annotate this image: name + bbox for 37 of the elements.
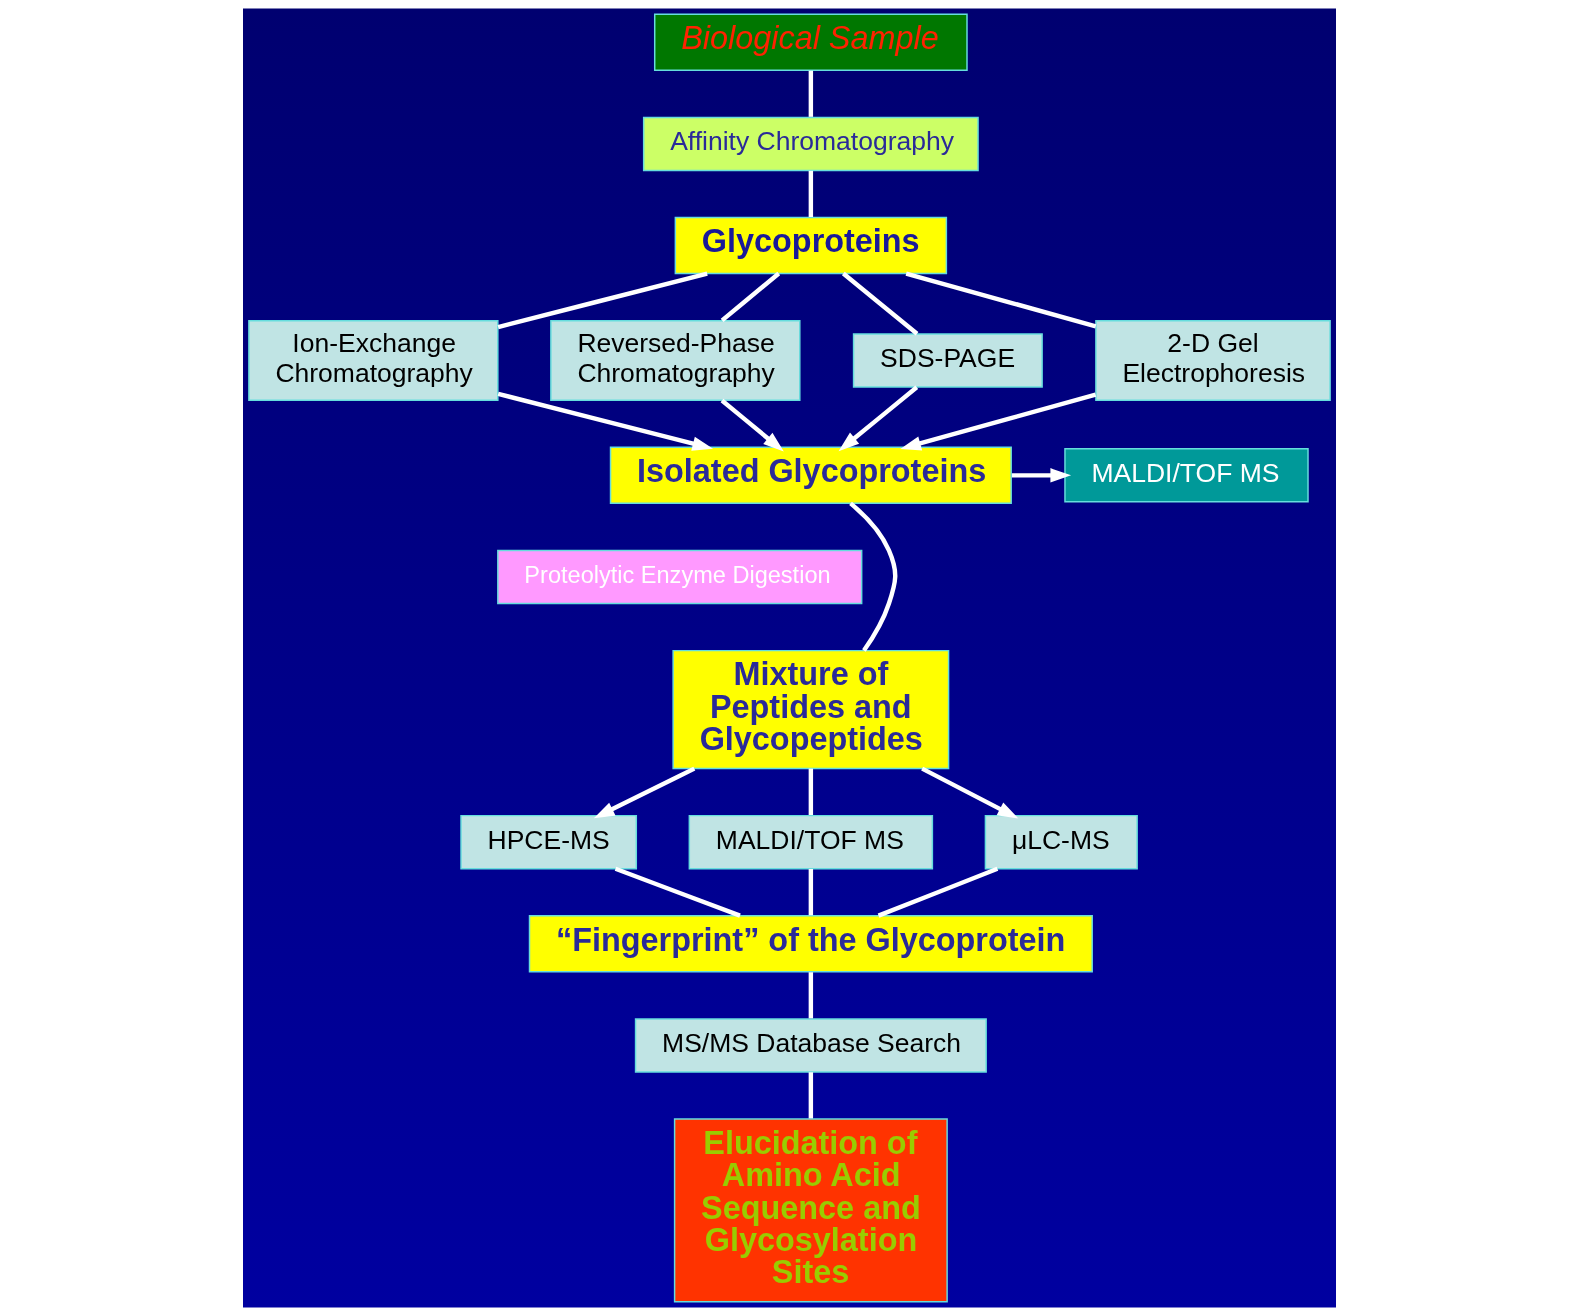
- connector: [497, 271, 708, 330]
- connector: [808, 768, 814, 815]
- connector: [720, 271, 781, 323]
- node-box: 2-D Gel Electrophoresis: [1095, 319, 1331, 401]
- connector: [808, 170, 814, 217]
- node-box: Mixture of Peptides and Glycopeptides: [672, 649, 950, 770]
- node-box: MALDI/TOF MS: [1064, 448, 1309, 503]
- node-box: Ion-Exchange Chromatography: [248, 319, 499, 401]
- node-box: Reversed-Phase Chromatography: [550, 319, 801, 401]
- node-box: Biological Sample: [654, 13, 968, 71]
- node-box: “Fingerprint” of the Glycoprotein: [528, 915, 1093, 973]
- node-box: Elucidation of Amino Acid Sequence and Glycosylation Sites: [673, 1118, 948, 1303]
- node-box: Affinity Chromatography: [642, 116, 979, 172]
- node-box: μLC-MS: [984, 814, 1138, 870]
- arrow: [497, 391, 714, 451]
- arrow: [593, 766, 696, 819]
- node-box: Isolated Glycoproteins: [609, 446, 1012, 505]
- connector: [808, 70, 814, 117]
- connector: [877, 866, 999, 918]
- node-box: SDS-PAGE: [852, 333, 1043, 388]
- node-box: Proteolytic Enzyme Digestion: [497, 549, 863, 605]
- connector: [808, 869, 814, 916]
- connector: [808, 972, 814, 1019]
- arrow: [921, 766, 1019, 819]
- connector: [614, 866, 741, 918]
- arrow: [838, 385, 919, 452]
- connector: [849, 501, 898, 652]
- node-box: MALDI/TOF MS: [688, 814, 934, 870]
- connector: [841, 271, 919, 336]
- connector: [808, 1072, 814, 1119]
- arrow: [1011, 468, 1072, 483]
- connector: [905, 271, 1097, 329]
- arrow: [900, 392, 1097, 451]
- node-box: MS/MS Database Search: [634, 1018, 987, 1073]
- node-box: Glycoproteins: [674, 216, 948, 275]
- node-box: HPCE-MS: [460, 814, 638, 870]
- arrow: [720, 398, 784, 452]
